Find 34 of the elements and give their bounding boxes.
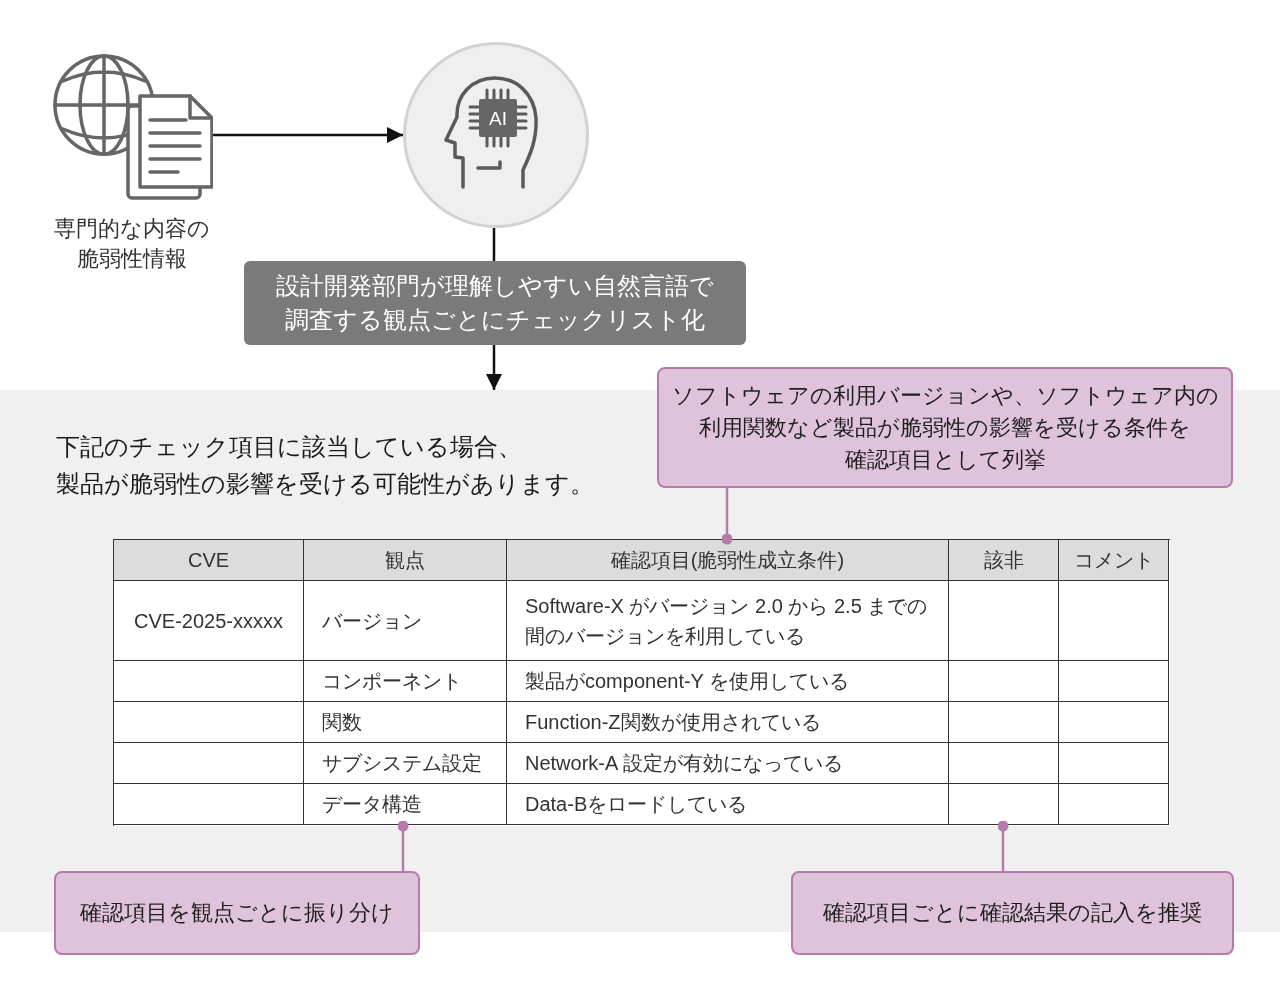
leader-line	[397, 820, 409, 871]
arrow	[486, 345, 502, 390]
table-entry: コンポーネント	[304, 661, 507, 702]
callout-box	[657, 367, 1233, 488]
column-header: CVE	[114, 540, 304, 581]
callout-text: ソフトウェアの利用バージョンや、ソフトウェア内の利用関数など製品が脆弱性の影響を受ける条件を確認項目として列挙	[670, 381, 1220, 474]
table-entry: データ構造	[304, 784, 507, 825]
table-entry: サブシステム設定	[304, 743, 507, 784]
callout-text: 確認項目を観点ごとに振り分け	[80, 899, 394, 927]
table-entry: Data-Bをロードしている	[507, 784, 949, 825]
callout-text: 確認項目ごとに確認結果の記入を推奨	[823, 899, 1202, 927]
process-banner	[244, 261, 746, 345]
connector-line	[492, 228, 496, 261]
table-entry: Function-Z関数が使用されている	[507, 702, 949, 743]
column-header: 確認項目(脆弱性成立条件)	[507, 540, 949, 581]
column-header: コメント	[1059, 540, 1169, 581]
checklist-table	[113, 539, 1170, 826]
callout-box	[791, 871, 1234, 955]
arrow	[213, 127, 403, 143]
table-entry: 製品がcomponent-Y を使用している	[507, 661, 949, 702]
leader-line	[997, 820, 1009, 871]
table-entry: Software-X がバージョン 2.0 から 2.5 までの間のバージョンを利用している	[507, 581, 949, 661]
table-entry: 関数	[304, 702, 507, 743]
banner-text: 設計開発部門が理解しやすい自然言語で調査する観点ごとにチェックリスト化	[275, 271, 715, 335]
leader-line	[721, 488, 733, 545]
callout-box	[54, 871, 420, 955]
table-entry: Network-A 設定が有効になっている	[507, 743, 949, 784]
heading-text: 下記のチェック項目に該当している場合、製品が脆弱性の影響を受ける可能性があります。	[56, 432, 595, 499]
chip-text: AI	[488, 106, 508, 131]
source-label: 専門的な内容の脆弱性情報	[53, 215, 211, 273]
table-entry: バージョン	[304, 581, 507, 661]
column-header: 該非	[949, 540, 1059, 581]
column-header: 観点	[304, 540, 507, 581]
table-entry: CVE-2025-xxxxx	[114, 581, 304, 661]
